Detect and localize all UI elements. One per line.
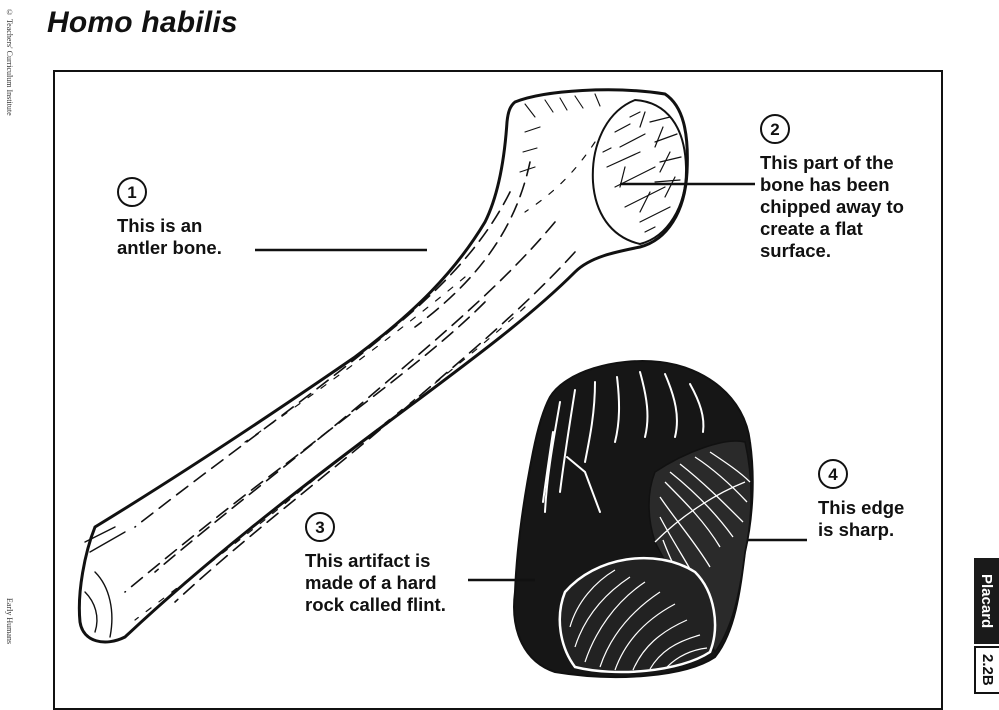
- callout-number-1: 1: [117, 177, 147, 207]
- placard-frame: 1 This is an antler bone. 2 This part of…: [53, 70, 943, 710]
- side-book-text: Early Humans: [4, 598, 14, 688]
- callout-number-4: 4: [818, 459, 848, 489]
- callout-1: 1 This is an antler bone.: [117, 177, 222, 259]
- callout-2-line-4: create a flat: [760, 218, 904, 240]
- callout-3-line-3: rock called flint.: [305, 594, 446, 616]
- callout-3-line-2: made of a hard: [305, 572, 446, 594]
- callout-number-2: 2: [760, 114, 790, 144]
- callout-2-line-2: bone has been: [760, 174, 904, 196]
- callout-4: 4 This edge is sharp.: [818, 459, 904, 541]
- callout-1-line-1: This is an: [117, 215, 222, 237]
- placard-code-tab: 2.2B: [974, 646, 999, 694]
- side-copyright-text: © Teachers' Curriculum Institute: [4, 8, 14, 208]
- page-title: Homo habilis: [47, 6, 238, 40]
- callout-4-line-1: This edge: [818, 497, 904, 519]
- callout-2-line-5: surface.: [760, 240, 904, 262]
- callout-2-line-1: This part of the: [760, 152, 904, 174]
- callout-number-3: 3: [305, 512, 335, 542]
- callout-2: 2 This part of the bone has been chipped…: [760, 114, 904, 262]
- callout-1-line-2: antler bone.: [117, 237, 222, 259]
- callout-3: 3 This artifact is made of a hard rock c…: [305, 512, 446, 616]
- callout-3-line-1: This artifact is: [305, 550, 446, 572]
- callout-2-line-3: chipped away to: [760, 196, 904, 218]
- callout-4-line-2: is sharp.: [818, 519, 904, 541]
- flint-artifact-drawing-icon: [514, 361, 753, 677]
- placard-tab: Placard: [974, 558, 999, 644]
